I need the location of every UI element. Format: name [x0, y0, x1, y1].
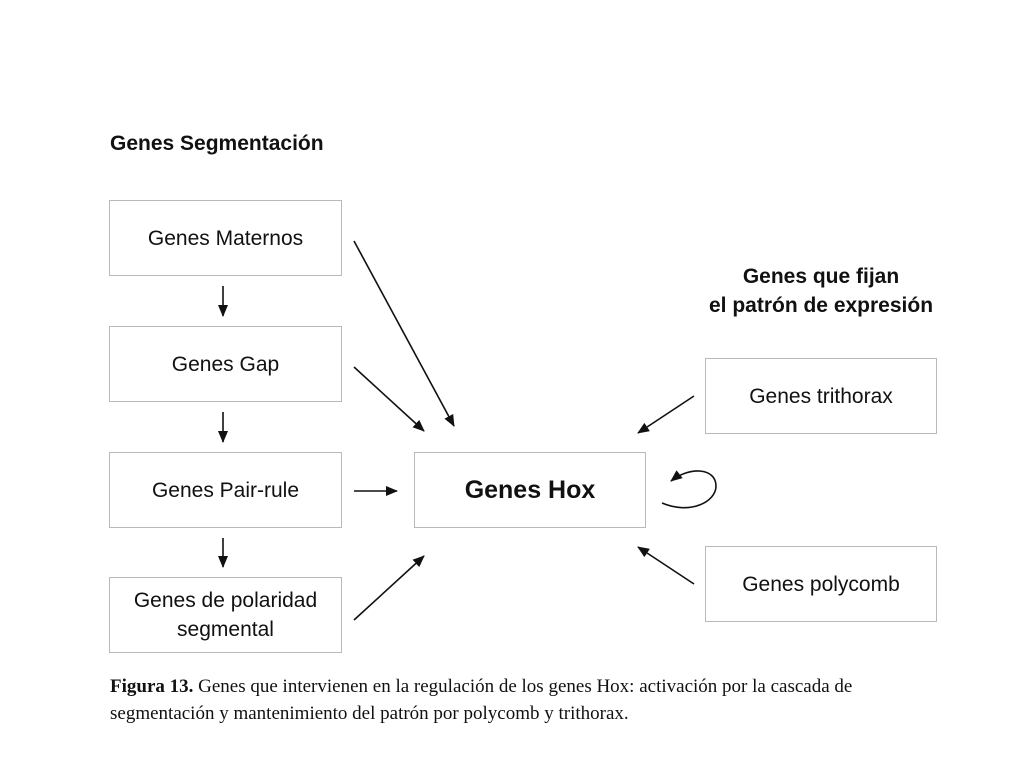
box-genes-gap-label: Genes Gap — [171, 352, 280, 376]
box-genes-maternos-label: Genes Maternos — [147, 226, 304, 250]
arrow-maternos-to-hox — [353, 240, 455, 427]
box-genes-polycomb-label: Genes polycomb — [742, 572, 900, 596]
box-genes-polaridad-segmental: Genes de polaridad segmental — [109, 577, 342, 653]
arrow-polycomb-to-hox — [637, 546, 695, 585]
box-polaridad-label-line1: Genes de polaridad — [133, 589, 318, 612]
caption-label: Figura 13. — [110, 676, 194, 697]
box-polaridad-label-line2: segmental — [177, 618, 274, 641]
box-genes-trithorax: Genes trithorax — [705, 358, 937, 434]
self-loop-hox — [661, 470, 717, 509]
box-genes-pair-rule: Genes Pair-rule — [109, 452, 342, 528]
box-genes-pair-rule-label: Genes Pair-rule — [151, 478, 300, 502]
caption-text: Genes que intervienen en la regulación d… — [110, 676, 853, 724]
box-genes-hox: Genes Hox — [414, 452, 646, 528]
box-genes-hox-label: Genes Hox — [464, 475, 596, 504]
pattern-heading-line1: Genes que fijan — [742, 265, 900, 288]
box-genes-trithorax-label: Genes trithorax — [749, 384, 893, 408]
pattern-heading: Genes que fijan el patrón de expresión — [694, 262, 948, 320]
figure-caption: Figura 13. Genes que intervienen en la r… — [110, 673, 960, 727]
box-genes-gap: Genes Gap — [109, 326, 342, 402]
box-genes-maternos: Genes Maternos — [109, 200, 342, 276]
arrow-polaridad-to-hox — [353, 555, 425, 621]
arrow-gap-to-hox — [353, 366, 425, 432]
pattern-heading-line2: el patrón de expresión — [708, 294, 934, 317]
box-genes-polycomb: Genes polycomb — [705, 546, 937, 622]
segmentation-heading: Genes Segmentación — [110, 132, 324, 155]
arrow-trithorax-to-hox — [637, 395, 695, 434]
